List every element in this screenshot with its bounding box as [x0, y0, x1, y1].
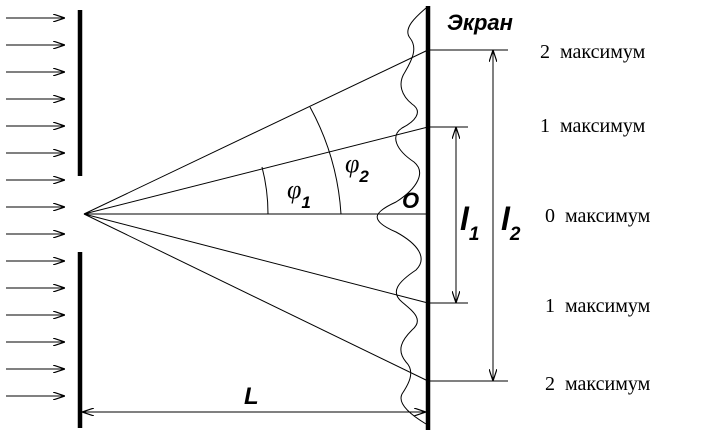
angle-arc-phi2: [309, 106, 342, 215]
angle-phi2-label: φ2: [345, 149, 369, 186]
length-l2-subscript: 2: [509, 224, 521, 245]
diffracted-rays: [83, 49, 429, 382]
maximum-label-0: 0 максимум: [545, 205, 651, 227]
maximum-label-2-bottom: 2 максимум: [545, 373, 651, 395]
angle-phi1-symbol: φ: [287, 175, 301, 204]
length-l1-label: l1: [460, 201, 479, 245]
angle-arc-phi1: [261, 166, 269, 215]
length-l1-symbol: l: [460, 201, 470, 237]
length-l2-symbol: l: [501, 201, 511, 237]
maximum-label-1-top: 1 максимум: [540, 115, 646, 137]
angle-phi2-subscript: 2: [358, 167, 369, 186]
ray-to-maximum-1-bottom: [83, 213, 429, 304]
length-l2-label: l2: [501, 201, 521, 245]
angle-phi2-symbol: φ: [345, 149, 359, 178]
intensity-curve: [376, 7, 427, 425]
maxima-labels: 2 максимум 1 максимум 0 максимум 1 макси…: [540, 41, 651, 395]
ray-to-maximum-2-top: [83, 49, 429, 215]
angle-phi1-subscript: 1: [301, 193, 310, 212]
angle-phi1-label: φ1: [287, 175, 311, 212]
angle-arcs: [261, 106, 342, 215]
center-point-label: O: [402, 188, 419, 213]
length-l1-subscript: 1: [469, 224, 480, 245]
distance-label: L: [244, 383, 259, 410]
ray-to-maximum-2-bottom: [83, 213, 429, 382]
maximum-label-2-top: 2 максимум: [540, 41, 646, 63]
screen-label: Экран: [447, 10, 513, 35]
maximum-label-1-bottom: 1 максимум: [545, 295, 651, 317]
ray-to-maximum-1-top: [83, 126, 429, 215]
incident-light-rays: [6, 18, 64, 396]
